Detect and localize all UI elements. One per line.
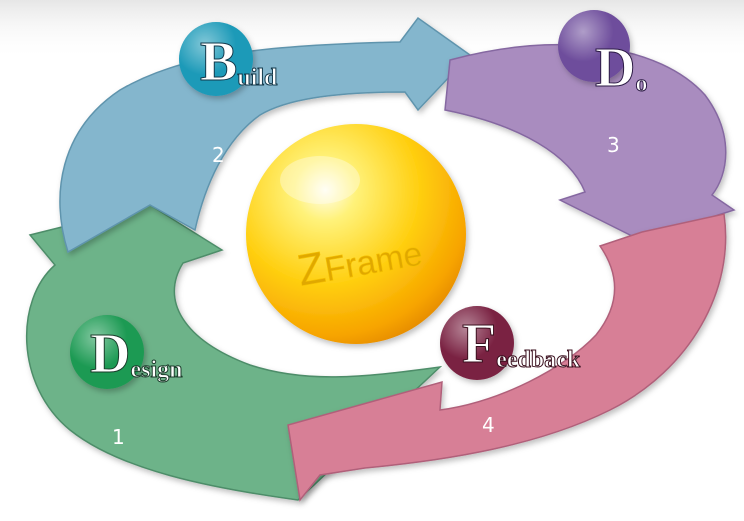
design-number: 1 (112, 425, 125, 449)
build-rest: uild (237, 65, 278, 91)
build-arrow-segment (59, 16, 472, 254)
feedback-stage-label: Feedback (462, 313, 581, 375)
build-initial: B (200, 31, 237, 93)
do-stage-label: Do (595, 37, 647, 99)
do-initial: D (595, 37, 635, 99)
design-initial: D (90, 323, 130, 385)
build-number: 2 (212, 143, 225, 167)
design-stage: Design 1 (70, 315, 183, 449)
build-stage: Build 2 (179, 22, 279, 167)
design-stage-label: Design (90, 323, 182, 385)
do-number: 3 (607, 133, 620, 157)
design-rest: esign (130, 357, 182, 383)
feedback-stage: Feedback 4 (440, 306, 581, 437)
feedback-number: 4 (482, 413, 495, 437)
zframe-sphere (246, 124, 466, 344)
feedback-rest: eedback (496, 347, 581, 373)
do-rest: o (635, 71, 647, 97)
do-stage: Do 3 (558, 10, 648, 157)
feedback-initial: F (462, 313, 496, 375)
build-stage-label: Build (200, 31, 278, 93)
feedback-arrow-segment (287, 213, 727, 502)
